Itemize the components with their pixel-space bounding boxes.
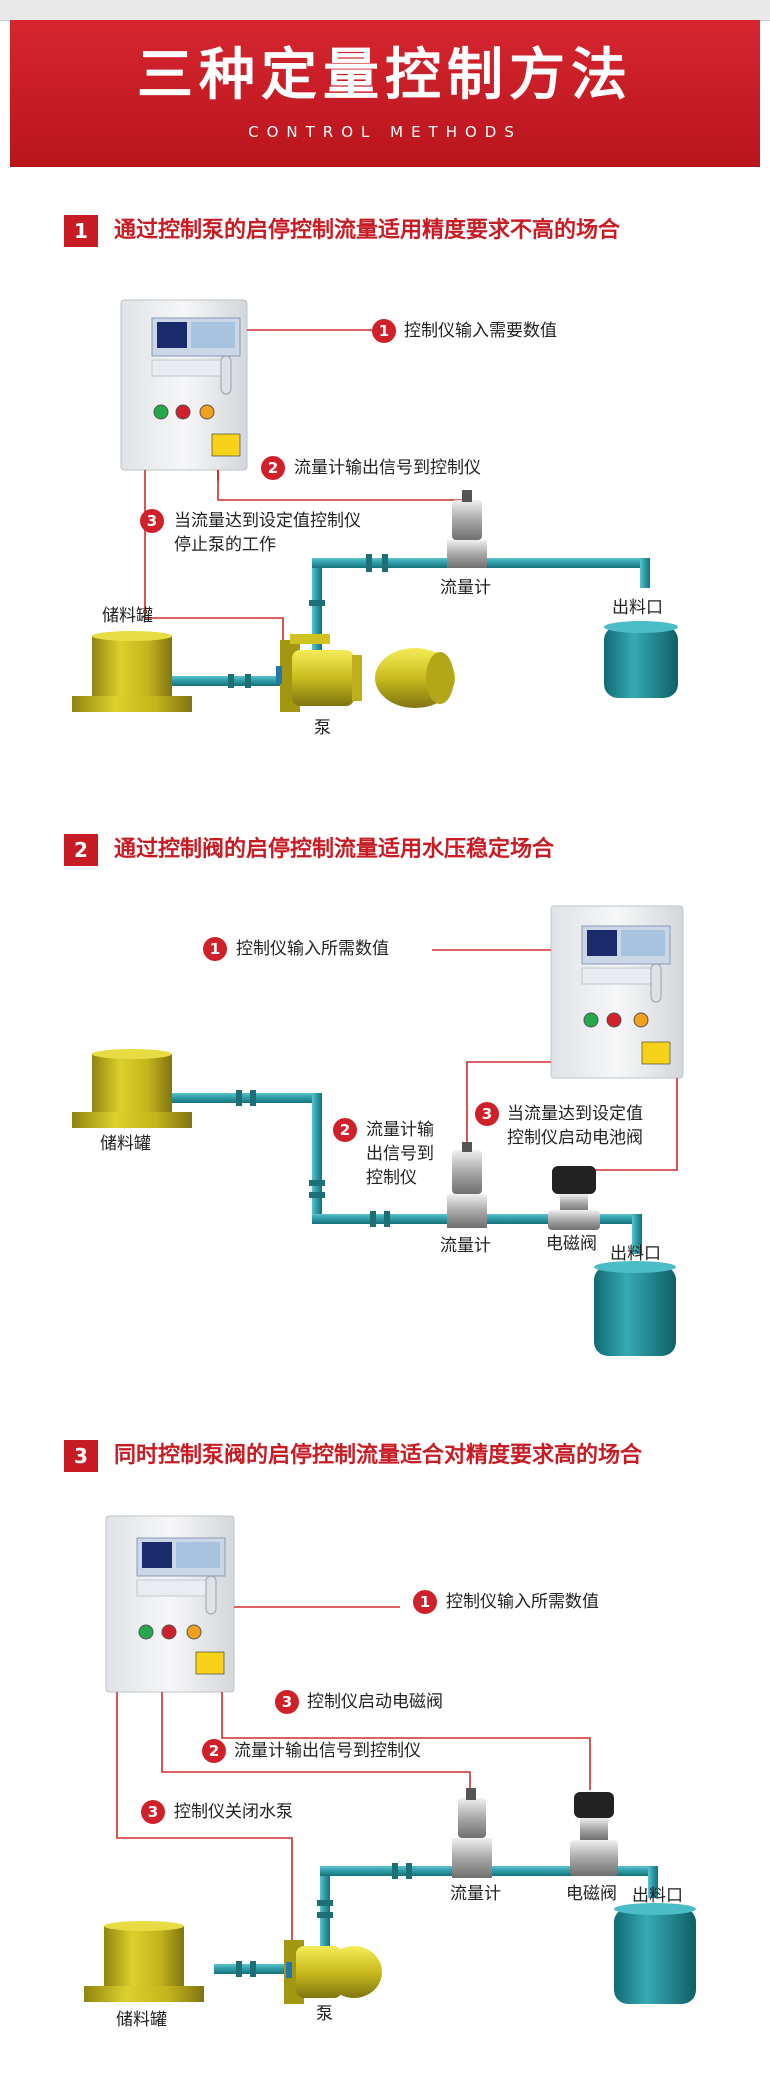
flowmeter-3 <box>452 1788 492 1878</box>
callout-2-3-text-line2: 控制仪启动电池阀 <box>507 1128 643 1148</box>
callout-2-3-text: 当流量达到设定值 <box>507 1104 643 1124</box>
callout-2-2-text: 流量计输 <box>366 1120 434 1140</box>
callout-3-1-number: 1 <box>419 1593 431 1611</box>
flowmeter-2 <box>447 1142 487 1228</box>
section-3-number: 3 <box>64 1440 98 1472</box>
callout-2-3-number: 3 <box>481 1105 493 1123</box>
callout-1-3-number: 3 <box>146 512 158 530</box>
callout-badges <box>140 319 499 1824</box>
valve-label-2: 电磁阀 <box>546 1234 597 1254</box>
callout-3-2-text: 控制仪启动电磁阀 <box>307 1692 443 1712</box>
callout-2-1-text: 控制仪输入所需数值 <box>236 939 389 959</box>
section-3-title: 同时控制泵阀的启停控制流量适合对精度要求高的场合 <box>114 1443 643 1468</box>
callout-3-1-text: 控制仪输入所需数值 <box>446 1592 599 1612</box>
callout-1-3-text-line2: 停止泵的工作 <box>174 535 276 555</box>
callout-1-2-text: 流量计输出信号到控制仪 <box>294 458 481 478</box>
flowmeter-1 <box>447 490 487 568</box>
section-1-number: 1 <box>64 215 98 247</box>
page-subtitle: CONTROL METHODS <box>248 123 522 141</box>
callout-3-4-text: 控制仪关闭水泵 <box>174 1802 293 1822</box>
callout-3-3-number: 2 <box>208 1742 220 1760</box>
valve-label-3: 电磁阀 <box>566 1884 617 1904</box>
header-banner <box>10 20 760 167</box>
solenoid-valve-3 <box>570 1792 618 1876</box>
storage-tank-3 <box>84 1921 204 2002</box>
callout-2-2-number: 2 <box>339 1121 351 1139</box>
pipe-network-3 <box>214 1863 658 1977</box>
outlet-label-3: 出料口 <box>632 1886 683 1906</box>
pump-label-1: 泵 <box>314 718 331 738</box>
callout-3-2-number: 3 <box>281 1693 293 1711</box>
callout-1-1-text: 控制仪输入需要数值 <box>404 321 557 341</box>
tank-label-2: 储料罐 <box>100 1134 151 1154</box>
solenoid-valve-2 <box>548 1166 600 1230</box>
tank-label-1: 储料罐 <box>102 606 153 626</box>
control-cabinet-3 <box>105 1515 235 1693</box>
section-1-title: 通过控制泵的启停控制流量适用精度要求不高的场合 <box>114 218 621 243</box>
callout-3-3-text: 流量计输出信号到控制仪 <box>234 1741 421 1761</box>
callout-1-1-number: 1 <box>378 322 390 340</box>
page-title: 三种定量控制方法 <box>137 43 633 108</box>
section-2-title: 通过控制阀的启停控制流量适用水压稳定场合 <box>114 837 555 862</box>
outlet-label-1: 出料口 <box>612 598 663 618</box>
flowmeter-label-2: 流量计 <box>440 1236 491 1256</box>
flowmeter-label-3: 流量计 <box>450 1884 501 1904</box>
section-2-number: 2 <box>64 834 98 866</box>
callout-1-2-number: 2 <box>267 459 279 477</box>
callout-2-2-text-line3: 控制仪 <box>366 1168 417 1188</box>
storage-tank-2 <box>72 1049 192 1128</box>
pump-label-3: 泵 <box>316 2004 333 2024</box>
callout-2-2-text-line2: 出信号到 <box>366 1144 434 1164</box>
storage-tank-1 <box>72 631 192 712</box>
callout-2-1-number: 1 <box>209 940 221 958</box>
pump-3 <box>284 1940 382 2004</box>
tank-label-3: 储料罐 <box>116 2010 167 2030</box>
callout-3-4-number: 3 <box>147 1803 159 1821</box>
signal-wires-3 <box>116 1606 591 1978</box>
flowmeter-label-1: 流量计 <box>440 578 491 598</box>
pump-1 <box>276 634 455 712</box>
control-cabinet-2 <box>550 905 684 1079</box>
outlet-tank-3 <box>614 1903 696 2004</box>
callout-1-3-text: 当流量达到设定值控制仪 <box>174 511 361 531</box>
outlet-tank-2 <box>594 1261 676 1356</box>
outlet-tank-1 <box>604 621 678 698</box>
control-cabinet-1 <box>120 299 248 471</box>
outlet-label-2: 出料口 <box>610 1244 661 1264</box>
